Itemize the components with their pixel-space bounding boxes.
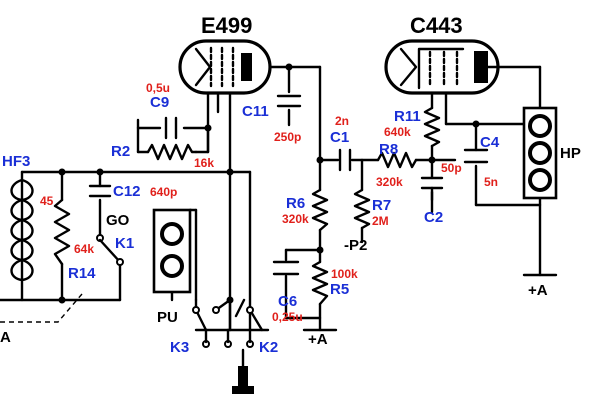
label-hp: HP (560, 145, 581, 162)
label-c6: C6 (278, 293, 297, 310)
tube-e499-title: E499 (201, 13, 252, 38)
resistor-r8 (376, 151, 418, 169)
label-c4-value: 5n (484, 175, 498, 189)
junction-dots (58, 63, 480, 304)
label-r2-value: 16k (194, 156, 214, 170)
capacitor-c4 (463, 148, 489, 164)
label-c12-value: 640p (150, 185, 177, 199)
label-r14-value: 64k (74, 242, 94, 256)
label-r8-value: 320k (376, 175, 403, 189)
label-hf3: HF3 (2, 153, 30, 170)
label-r7: R7 (372, 197, 391, 214)
label-r2: R2 (111, 143, 130, 160)
label-r7-value: 2M (372, 214, 389, 228)
label-c4: C4 (480, 134, 500, 151)
label-r14: R14 (68, 265, 96, 282)
label-c1-value: 2n (335, 114, 349, 128)
switch-k3-k2 (192, 298, 264, 348)
label-r8: R8 (379, 141, 398, 158)
label-c11: C11 (242, 103, 269, 120)
labels: HF3 45 C12 640p GO K1 64k R14 R2 16k 0,5… (0, 81, 581, 356)
tube-c443-title: C443 (410, 13, 463, 38)
label-r5-value: 100k (331, 267, 358, 281)
resistor-r14 (53, 198, 71, 266)
resistor-r2 (146, 143, 198, 161)
label-r11-value: 640k (384, 125, 411, 139)
capacitor-c12 (88, 184, 112, 198)
label-c9-value: 0,5u (146, 81, 170, 95)
label-pu: PU (157, 309, 178, 326)
resistor-r6 (311, 188, 329, 232)
capacitor-c6 (272, 260, 300, 276)
label-c1: C1 (330, 129, 349, 146)
label-r11: R11 (394, 108, 421, 125)
tube-c443: C443 (384, 13, 500, 95)
capacitor-c1 (338, 148, 352, 172)
inductor-hf3 (10, 178, 34, 282)
label-plus-a-right: +A (528, 282, 548, 299)
label-go: GO (106, 212, 130, 229)
tube-e499: E499 (178, 13, 272, 95)
label-c12: C12 (113, 183, 141, 200)
label-c9: C9 (150, 94, 169, 111)
label-hf3-value: 45 (40, 194, 54, 208)
label-c6-value: 0,25u (272, 310, 303, 324)
label-k2: K2 (259, 339, 278, 356)
resistor-r11 (423, 106, 441, 148)
ground-symbol (232, 366, 254, 394)
resistor-r5 (311, 260, 329, 306)
label-a-left: A (0, 329, 11, 346)
capacitor-c2 (420, 176, 444, 202)
label-c11-value: 250p (274, 130, 301, 144)
speaker-hp (522, 106, 558, 200)
label-c2: C2 (424, 209, 443, 226)
label-r6: R6 (286, 195, 305, 212)
label-p2: -P2 (344, 237, 367, 254)
label-r6-value: 320k (282, 212, 309, 226)
wiring (0, 65, 558, 374)
label-plus-a-mid: +A (308, 331, 328, 348)
label-k1: K1 (115, 235, 134, 252)
switch-k1 (96, 234, 124, 266)
label-r5: R5 (330, 281, 349, 298)
label-c2-value: 50p (441, 161, 462, 175)
pickup-pu (152, 208, 198, 294)
capacitor-c9 (164, 116, 178, 140)
label-k3: K3 (170, 339, 189, 356)
capacitor-c11 (276, 94, 302, 108)
resistor-r7 (353, 188, 371, 230)
